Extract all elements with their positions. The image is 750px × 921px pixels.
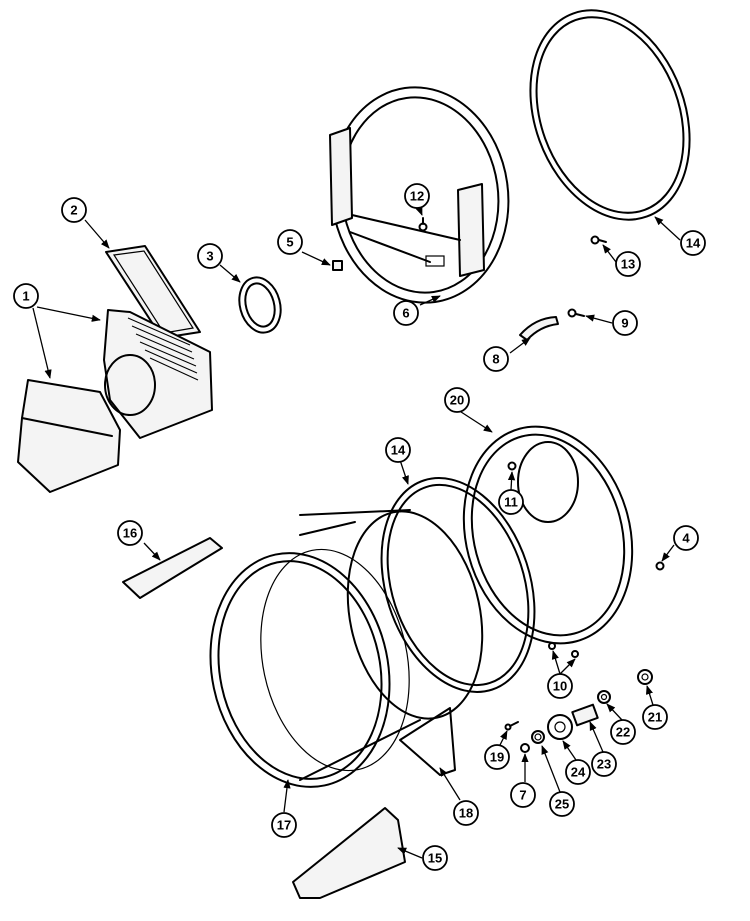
washer-22 [597,690,611,704]
callout-5: 5 [277,229,303,255]
seal-ring-3 [238,276,282,334]
callout-13: 13 [615,251,641,277]
screws-10 [548,642,579,658]
callout-19: 19 [484,744,510,770]
callout-4: 4 [673,525,699,551]
lint-duct [103,309,213,439]
svg-text:22: 22 [616,725,630,740]
callout-16: 16 [117,520,143,546]
callout-11: 11 [498,489,524,515]
callout-17: 17 [271,812,297,838]
toe-panel-15 [292,807,406,899]
callout-14-top: 14 [680,230,706,256]
callout-2: 2 [61,197,87,223]
svg-text:23: 23 [597,757,611,772]
clip-5 [332,260,343,271]
svg-text:10: 10 [553,679,567,694]
leader-lines [32,199,681,859]
callout-3: 3 [197,243,223,269]
svg-text:8: 8 [492,352,499,367]
screw-9 [567,308,585,318]
lint-duct-lower [17,379,121,493]
screw-19 [504,721,519,731]
svg-text:2: 2 [70,203,77,218]
svg-text:9: 9 [621,316,628,331]
svg-text:7: 7 [519,788,526,803]
drive-belt [399,707,456,776]
callout-23: 23 [591,751,617,777]
svg-text:15: 15 [428,851,442,866]
svg-text:20: 20 [450,393,464,408]
svg-text:11: 11 [504,495,518,510]
svg-text:1: 1 [22,289,29,304]
callout-7: 7 [510,782,536,808]
rear-bulkhead [462,425,634,645]
callout-21: 21 [642,704,668,730]
svg-text:24: 24 [571,765,586,780]
callout-20: 20 [444,387,470,413]
screw-12 [418,217,428,232]
callout-22: 22 [610,719,636,745]
callout-18: 18 [453,800,479,826]
drum-seal-ring-top [529,9,691,221]
svg-text:21: 21 [648,710,662,725]
svg-text:3: 3 [206,249,213,264]
callout-25: 25 [549,791,575,817]
svg-text:16: 16 [123,526,137,541]
drum-glide-16 [122,537,223,599]
screw-4 [655,561,665,571]
roller-shaft-23 [571,703,599,727]
svg-text:25: 25 [555,797,569,812]
callout-8: 8 [483,346,509,372]
svg-text:14: 14 [686,236,701,251]
bracket-8 [519,316,559,341]
svg-text:4: 4 [682,531,690,546]
svg-text:17: 17 [277,818,291,833]
ring-25 [531,730,545,744]
screw-11 [507,461,517,471]
callout-9: 9 [612,310,638,336]
callout-10: 10 [547,673,573,699]
callout-6: 6 [393,300,419,326]
svg-text:12: 12 [410,189,424,204]
callout-24: 24 [565,759,591,785]
drum-seal-ring-lower [380,477,536,693]
drum [209,509,484,788]
svg-text:14: 14 [391,443,406,458]
svg-text:6: 6 [402,306,409,321]
roller-24 [547,714,573,740]
callout-14-lower: 14 [385,437,411,463]
callout-15: 15 [422,845,448,871]
screw-13 [590,235,607,245]
washer-7 [520,743,530,753]
svg-text:5: 5 [286,235,293,250]
svg-text:19: 19 [490,750,504,765]
callout-12: 12 [404,183,430,209]
svg-text:18: 18 [459,806,473,821]
svg-text:13: 13 [621,257,635,272]
lint-filter [105,245,201,339]
callout-1: 1 [13,283,39,309]
washer-21 [637,669,653,685]
